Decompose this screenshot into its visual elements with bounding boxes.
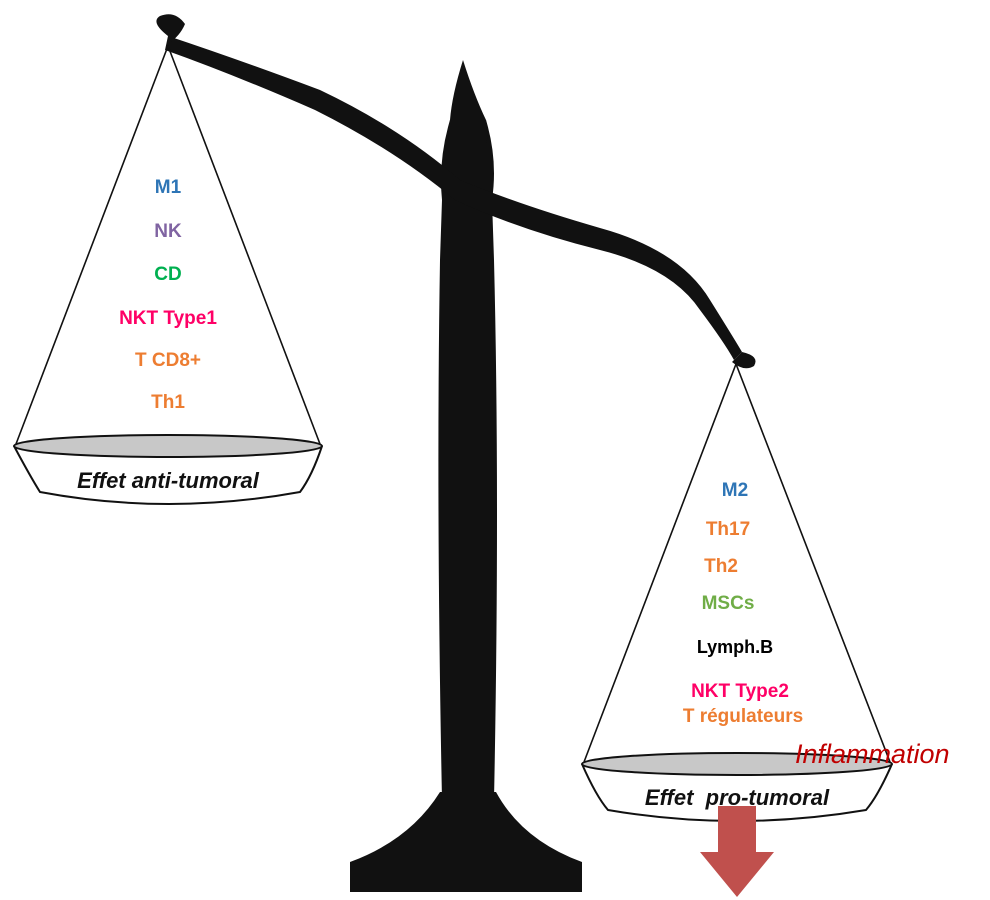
- left-pan: [13, 434, 323, 505]
- right-item-nkt-type2: NKT Type2: [691, 681, 789, 702]
- left-item-t-cd8: T CD8+: [135, 350, 201, 371]
- left-item-nk: NK: [154, 221, 182, 242]
- scale-left-hook: [156, 14, 185, 44]
- left-item-th1: Th1: [151, 392, 185, 413]
- left-pan-caption: Effet anti-tumoral: [77, 468, 259, 493]
- down-arrow-icon: [700, 806, 774, 897]
- right-pan-string-left: [583, 363, 737, 763]
- left-item-nkt-type1: NKT Type1: [119, 308, 217, 329]
- scale-right-hook: [732, 352, 756, 369]
- left-item-m1: M1: [154, 177, 182, 198]
- inflammation-label: Inflammation: [795, 739, 950, 769]
- right-pan-caption: Effet pro-tumoral: [644, 785, 830, 810]
- right-item-m2: M2: [721, 480, 749, 501]
- scale-beam: [165, 36, 742, 360]
- left-pan-string-right: [167, 45, 321, 445]
- right-pan: [581, 752, 893, 822]
- right-item-th2: Th2: [704, 556, 738, 577]
- right-item-mscs: MSCs: [701, 593, 755, 614]
- left-item-cd: CD: [154, 264, 182, 285]
- left-pan-string-left: [15, 45, 169, 445]
- scale-finial: [448, 60, 488, 150]
- scale-column: [438, 120, 497, 800]
- right-item-lymph-b: Lymph.B: [696, 637, 774, 657]
- right-item-th17: Th17: [705, 519, 751, 540]
- scale-base: [350, 792, 582, 892]
- right-item-t-regulateurs: T régulateurs: [682, 706, 804, 727]
- right-pan-string-right: [735, 363, 891, 763]
